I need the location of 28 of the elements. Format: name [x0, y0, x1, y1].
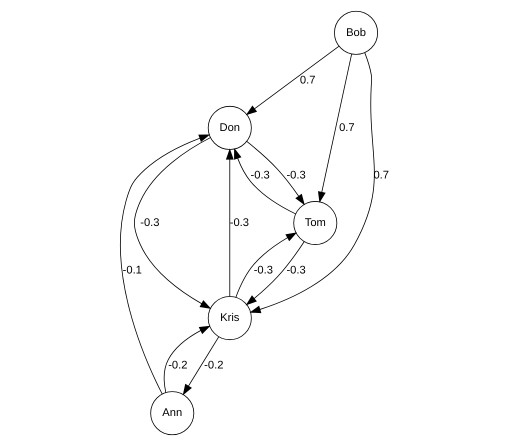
- edge-label: 0.7: [300, 74, 316, 86]
- edge-label: -0.3: [250, 169, 270, 182]
- node-circle: Kris: [208, 296, 252, 340]
- edge-label: 0.7: [339, 122, 355, 134]
- arrow: [234, 148, 296, 214]
- edge-label: -0.3: [286, 169, 306, 182]
- arrow: [318, 54, 352, 203]
- node-circle: Tom: [293, 201, 338, 245]
- arrow: [246, 241, 305, 306]
- edge-label: -0.1: [122, 264, 142, 277]
- node-circle: Bob: [334, 10, 378, 55]
- edge-label: -0.3: [140, 216, 160, 229]
- arrow: [246, 140, 305, 206]
- node-circle: Don: [208, 106, 252, 150]
- node-circle: Ann: [150, 391, 194, 436]
- arrow: [164, 326, 211, 393]
- arrow: [235, 232, 298, 298]
- arrow: [134, 137, 212, 309]
- arrow: [120, 134, 210, 394]
- edge-label: -0.3: [230, 216, 250, 229]
- arrow: [246, 46, 340, 116]
- arrow: [250, 52, 375, 314]
- arrow: [182, 336, 220, 396]
- edge-label: -0.3: [254, 264, 273, 277]
- arrow: [226, 148, 234, 297]
- edge-label: -0.2: [204, 360, 224, 372]
- edge-label: -0.2: [168, 360, 188, 372]
- edge-label: -0.3: [286, 264, 306, 277]
